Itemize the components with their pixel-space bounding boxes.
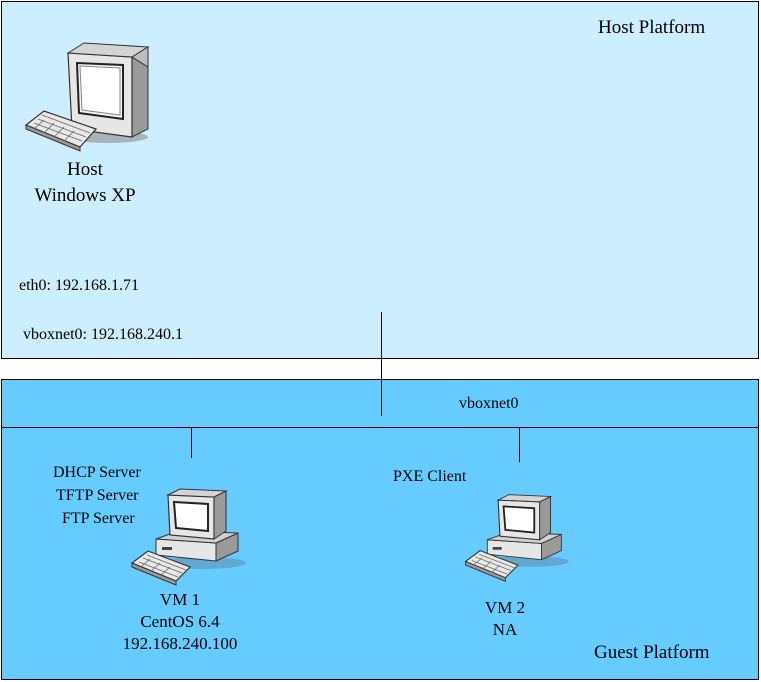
host-name-label: Host	[67, 159, 103, 180]
guest-platform-title: Guest Platform	[594, 642, 710, 663]
vm1-os-label: CentOS 6.4	[140, 612, 220, 631]
vm2-name-label: VM 2	[484, 598, 526, 617]
vm1-service-ftp: FTP Server	[62, 510, 135, 527]
eth0-address-label: eth0: 192.168.1.71	[19, 277, 139, 294]
vboxnet0-address-label: vboxnet0: 192.168.240.1	[23, 326, 183, 343]
guest-platform-region	[1, 379, 759, 680]
vm1-network-link	[191, 428, 192, 458]
vm1-ip-label: 192.168.240.100	[122, 634, 238, 653]
network-label: vboxnet0	[459, 395, 519, 412]
vm1-name-label: VM 1	[159, 590, 201, 609]
vm2-role-label: PXE Client	[393, 468, 467, 485]
host-platform-title: Host Platform	[598, 17, 706, 38]
network-divider-line	[1, 427, 759, 428]
vm2-os-label: NA	[492, 620, 518, 639]
host-network-link	[381, 312, 382, 416]
vm2-network-link	[519, 428, 520, 462]
vm1-service-dhcp: DHCP Server	[53, 464, 141, 481]
computer-icon	[24, 42, 150, 152]
vm1-service-tftp: TFTP Server	[56, 487, 139, 504]
host-os-label: Windows XP	[34, 185, 136, 206]
computer-icon	[464, 494, 569, 583]
computer-icon	[130, 488, 246, 586]
